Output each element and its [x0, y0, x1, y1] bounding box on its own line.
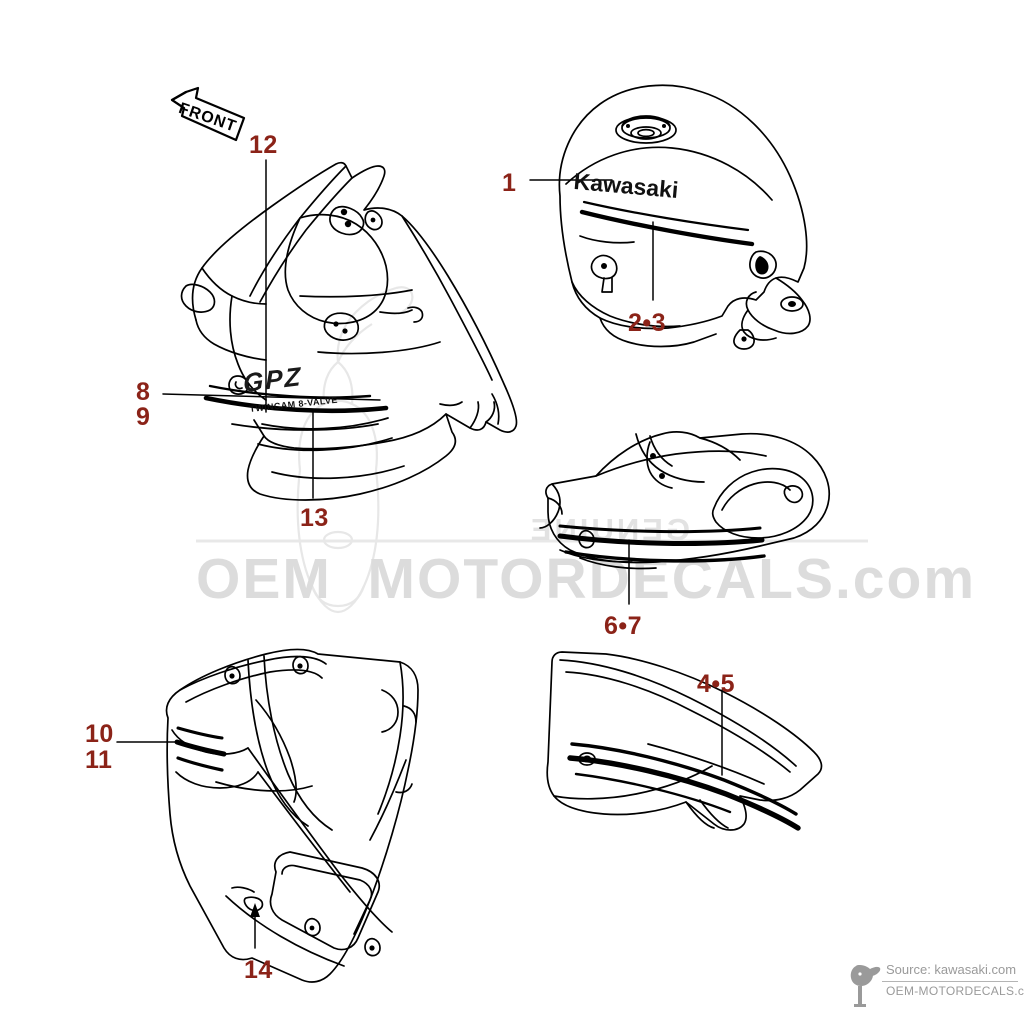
- site-text: OEM-MOTORDECALS.com: [886, 984, 1024, 998]
- upper-fairing-stripe: [203, 384, 389, 431]
- callout-12[interactable]: 12: [249, 131, 278, 159]
- front-label-text: FRONT: [176, 100, 239, 136]
- side-cover-stripe: [567, 742, 801, 831]
- toucan-logo-icon: [850, 965, 881, 1007]
- callout-8[interactable]: 8: [136, 378, 151, 406]
- leader-89: [162, 393, 381, 401]
- callout-10[interactable]: 10: [85, 720, 114, 748]
- callout-4-5[interactable]: 4•5: [697, 670, 736, 698]
- callout-11[interactable]: 11: [85, 746, 113, 774]
- callout-leader-lines: [116, 159, 723, 949]
- callout-9[interactable]: 9: [136, 403, 151, 431]
- front-direction-arrow: FRONT: [168, 82, 254, 146]
- front-arrow-shape: [170, 86, 246, 142]
- callout-14[interactable]: 14: [244, 956, 273, 984]
- source-text: Source: kawasaki.com: [886, 962, 1017, 977]
- fuel-tank-stripe: [579, 200, 755, 247]
- fuel-tank-outline: [558, 84, 811, 350]
- lower-fairing-outline: [165, 648, 419, 983]
- leader-14-arrowhead: [250, 903, 260, 917]
- upper-fairing-outline: [180, 161, 518, 501]
- footer-divider: [882, 981, 1018, 982]
- side-cover-outline: [546, 651, 823, 831]
- callout-6-7[interactable]: 6•7: [604, 612, 643, 640]
- lower-cowl-stripe: [557, 524, 766, 563]
- lower-cowl-outline: [539, 431, 831, 570]
- source-footer: Source: kawasaki.com OEM-MOTORDECALS.com: [848, 958, 1024, 1014]
- lower-fairing-stripe: [174, 726, 227, 772]
- callout-1[interactable]: 1: [502, 169, 517, 197]
- fuel-cap: [615, 115, 677, 144]
- callout-2-3[interactable]: 2•3: [628, 309, 667, 337]
- callout-13[interactable]: 13: [300, 504, 329, 532]
